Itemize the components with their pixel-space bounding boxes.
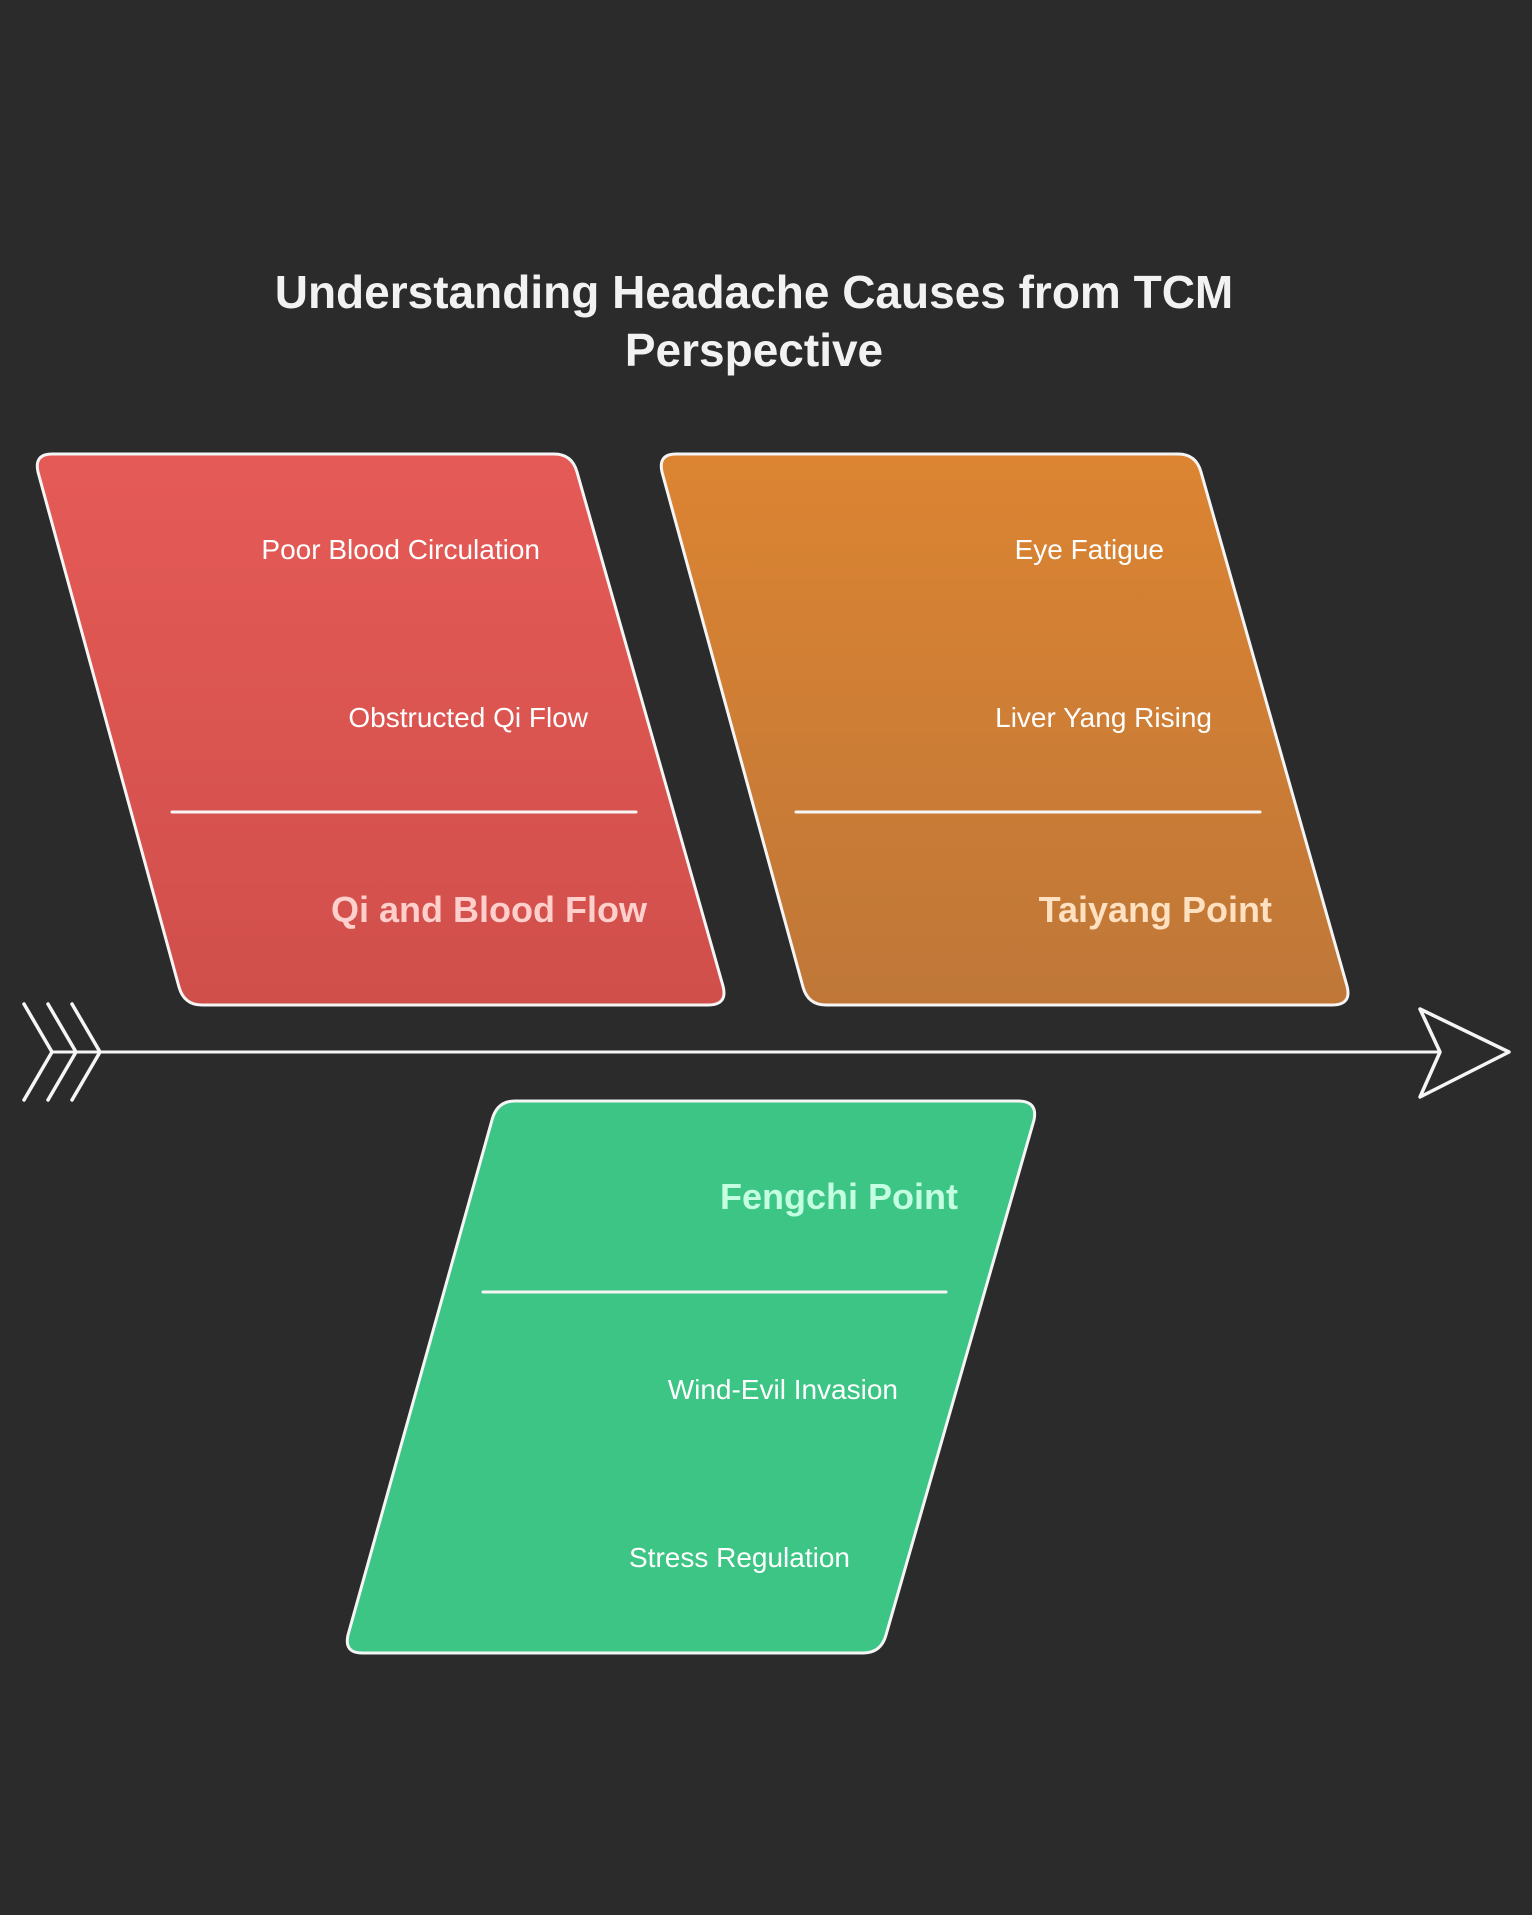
fishbone-spine <box>22 1002 1511 1102</box>
triple-chevron-tail-icon <box>22 1002 102 1102</box>
arrow-head-icon <box>1418 1007 1511 1099</box>
cause-item: Wind-Evil Invasion <box>668 1374 898 1405</box>
category-fengchi-point: Fengchi Point Wind-Evil Invasion Stress … <box>345 1099 1037 1655</box>
category-heading: Qi and Blood Flow <box>331 889 648 930</box>
category-card-orange <box>659 452 1350 1007</box>
cause-item: Liver Yang Rising <box>995 702 1212 733</box>
category-card-green <box>345 1099 1037 1655</box>
title-line-1: Understanding Headache Causes from TCM <box>275 266 1234 318</box>
cause-item: Poor Blood Circulation <box>261 534 540 565</box>
category-qi-and-blood-flow: Poor Blood Circulation Obstructed Qi Flo… <box>35 452 726 1007</box>
category-heading: Taiyang Point <box>1039 889 1272 930</box>
category-taiyang-point: Eye Fatigue Liver Yang Rising Taiyang Po… <box>659 452 1350 1007</box>
title-line-2: Perspective <box>625 324 883 376</box>
cause-item: Eye Fatigue <box>1015 534 1164 565</box>
category-heading: Fengchi Point <box>720 1176 958 1217</box>
cause-item: Stress Regulation <box>629 1542 850 1573</box>
category-card-red <box>35 452 726 1007</box>
diagram-title: Understanding Headache Causes from TCM P… <box>275 266 1234 376</box>
cause-item: Obstructed Qi Flow <box>348 702 588 733</box>
